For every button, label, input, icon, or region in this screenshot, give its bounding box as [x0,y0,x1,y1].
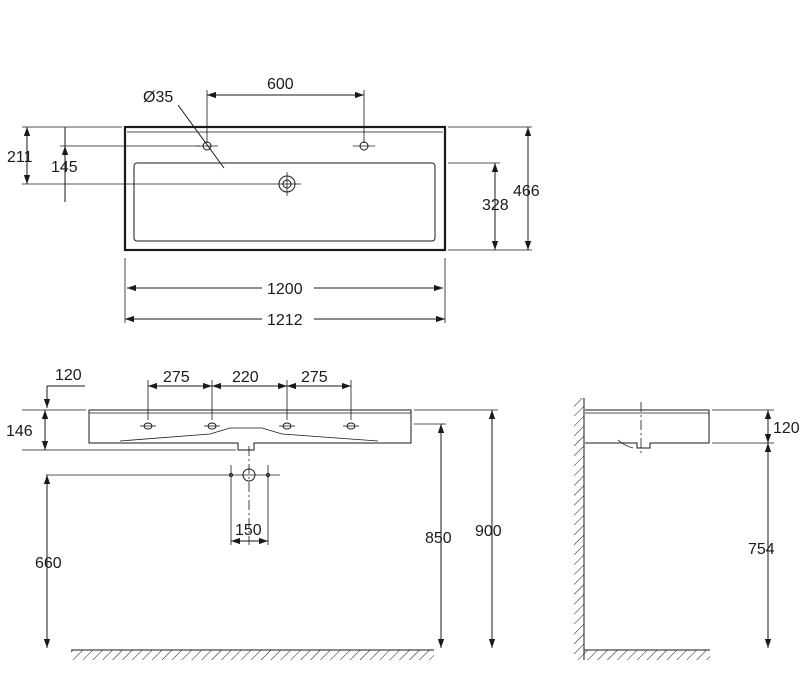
front-view-275-right-label: 275 [301,369,328,386]
front-view-660-label: 660 [35,555,62,572]
top-view-600-label: 600 [267,76,294,93]
front-view-900-label: 900 [475,523,502,540]
front-view-150-label: 150 [235,522,262,539]
top-view-diameter-leader [177,104,225,169]
front-view-floor-hatch [71,650,434,660]
front-view: 275 220 275 120 146 150 660 850 [6,367,502,660]
front-view-120-label: 120 [55,367,82,384]
top-view-basin-outline [133,162,436,242]
top-view-328-label: 328 [482,197,509,214]
side-view-754-label: 754 [748,541,775,558]
top-view-211-label: 211 [7,149,33,166]
side-view-120-label: 120 [773,420,800,437]
top-view-diameter-label: Ø35 [143,89,173,106]
front-view-850-label: 850 [425,530,452,547]
front-view-146-label: 146 [6,423,33,440]
top-view-145-label: 145 [51,159,78,176]
side-view-wall-hatch [574,398,584,660]
side-view-floor-hatch [584,650,710,660]
front-view-trap-outer [242,468,256,482]
top-view: Ø35 600 211 145 328 466 1200 [7,76,540,329]
top-view-466-label: 466 [513,183,540,200]
top-view-1200-label: 1200 [267,281,303,298]
front-view-basin-outline [88,409,412,451]
top-view-outer-outline [123,125,447,252]
front-view-inner-bottom [119,427,379,442]
side-view-basin-outline [585,409,710,449]
front-view-220-label: 220 [232,369,259,386]
side-view-inner-curve [617,439,634,449]
side-view: 120 754 [574,398,800,660]
top-view-1212-label: 1212 [267,312,303,329]
front-view-tap-holes [140,422,359,430]
front-view-275-left-label: 275 [163,369,190,386]
